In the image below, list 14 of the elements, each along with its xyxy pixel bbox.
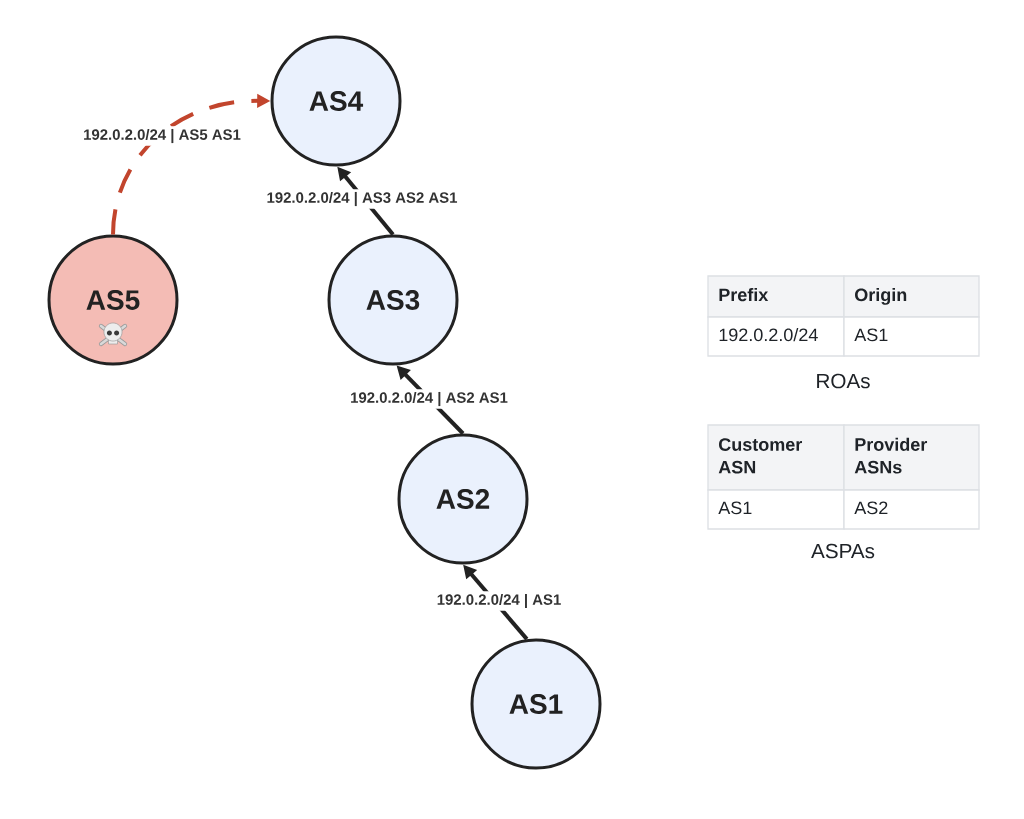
table-caption: ROAs — [817, 373, 870, 389]
table-cell: AS1 — [843, 316, 980, 357]
table-caption: ASPAs — [811, 543, 875, 559]
edge-label: 192.0.2.0/24 | AS2 AS1 — [346, 389, 512, 409]
edge-label: 192.0.2.0/24 | AS5 AS1 — [79, 126, 245, 146]
table-header-cell: Customer ASN — [707, 424, 845, 491]
table-header-cell: Provider ASNs — [843, 424, 980, 491]
table-header-cell: Origin — [843, 275, 980, 318]
table-header-cell: Prefix — [707, 275, 845, 318]
edge-label: 192.0.2.0/24 | AS3 AS2 AS1 — [262, 189, 462, 209]
table-cell: 192.0.2.0/24 — [707, 316, 845, 357]
edge-label: 192.0.2.0/24 | AS1 — [432, 591, 566, 611]
table-cell: AS2 — [843, 489, 980, 530]
table-cell: AS1 — [707, 489, 845, 530]
